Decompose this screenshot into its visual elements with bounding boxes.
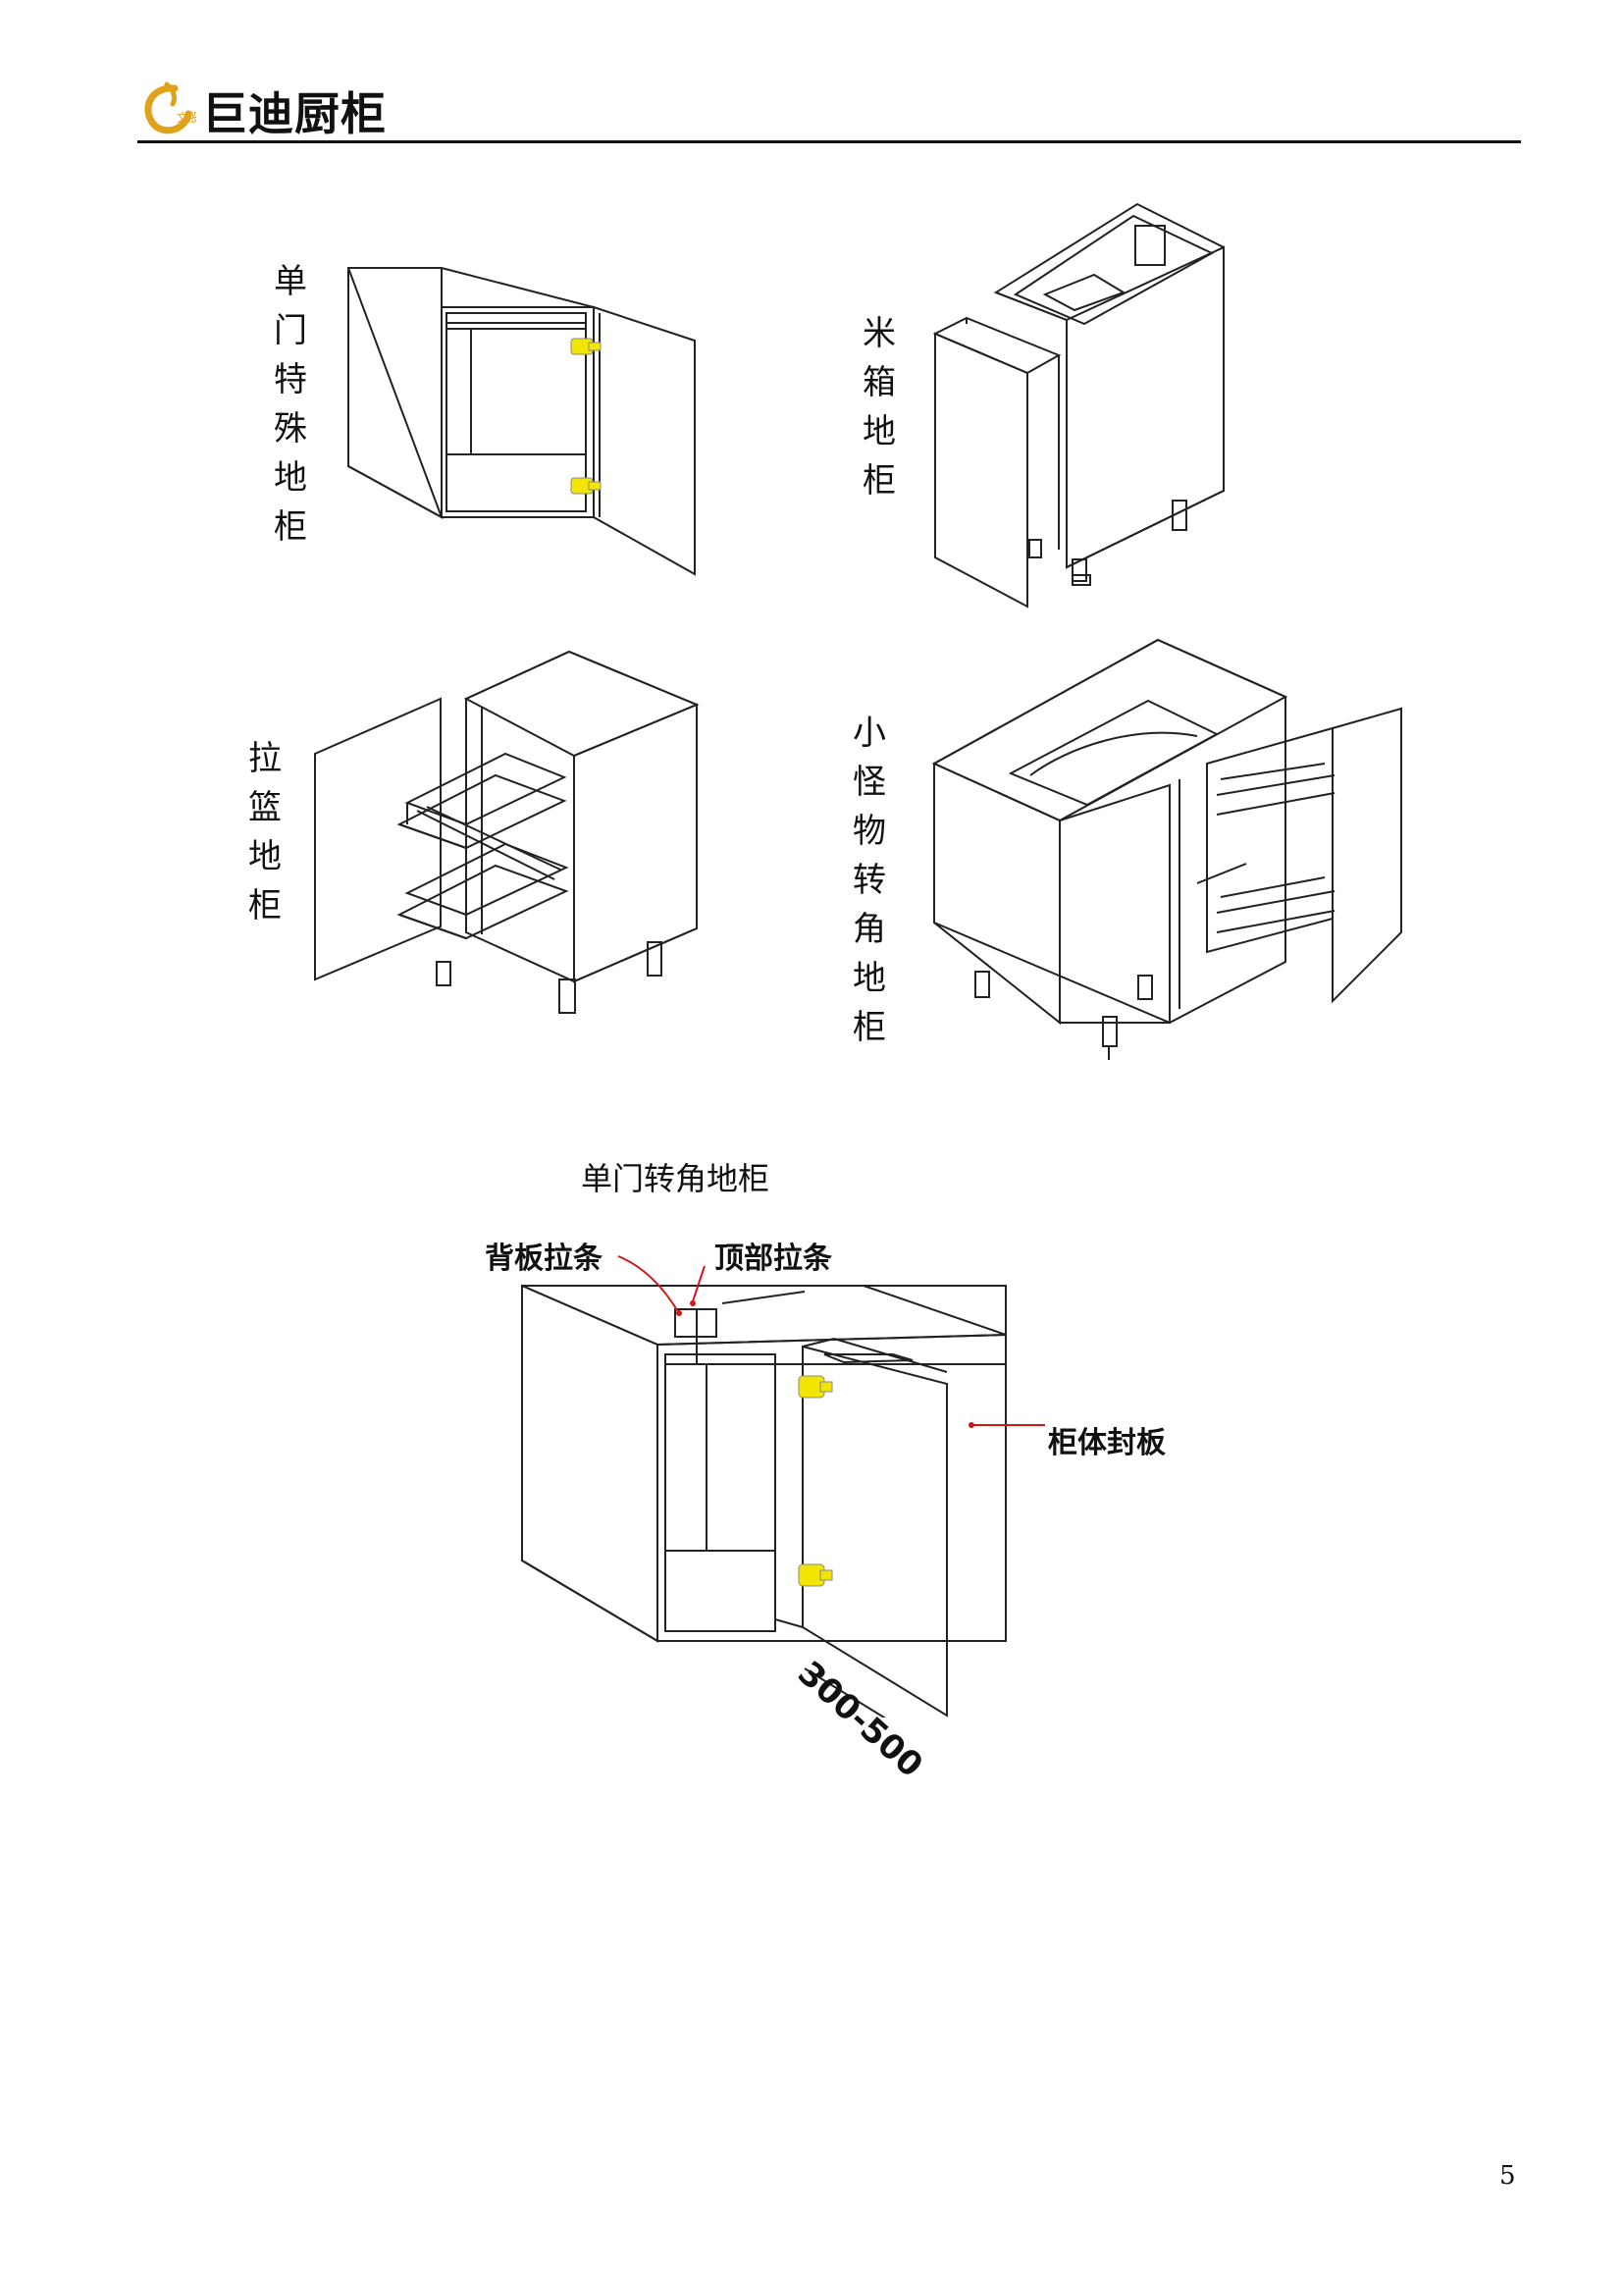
label-char: 柜 — [248, 886, 282, 925]
label-char: 特 — [274, 360, 307, 399]
label-single-door-special: 单门特殊地柜 — [271, 257, 310, 552]
label-char: 殊 — [274, 409, 307, 449]
label-char: 地 — [853, 959, 886, 998]
brand-logo-icon: 文股 — [137, 79, 196, 137]
label-char: 转 — [853, 861, 886, 900]
label-char: 门 — [274, 311, 307, 350]
single-door-corner-drawing — [510, 1246, 1060, 1718]
page-header: 文股 巨迪厨柜 — [137, 69, 1521, 147]
label-char: 柜 — [863, 461, 896, 501]
label-char: 米 — [863, 314, 896, 353]
label-char: 地 — [863, 412, 896, 451]
rice-box-drawing — [927, 196, 1241, 618]
logo-small-text: 文股 — [177, 110, 196, 125]
label-char: 柜 — [274, 507, 307, 547]
label-char: 拉 — [248, 739, 282, 778]
label-rice-box: 米箱地柜 — [860, 309, 899, 505]
label-char: 地 — [274, 458, 307, 498]
label-char: 箱 — [863, 363, 896, 402]
callout-back-strip: 背板拉条 — [485, 1242, 602, 1276]
label-pull-basket: 拉篮地柜 — [245, 734, 285, 930]
label-char: 怪 — [853, 763, 886, 802]
header-divider — [137, 140, 1521, 143]
pull-basket-drawing — [309, 638, 711, 1021]
label-char: 角 — [853, 910, 886, 949]
label-char: 篮 — [248, 788, 282, 827]
label-char: 单 — [274, 262, 307, 301]
little-monster-corner-drawing — [922, 628, 1413, 1070]
label-char: 物 — [853, 812, 886, 851]
page-number: 5 — [1499, 2161, 1516, 2191]
label-char: 地 — [248, 837, 282, 876]
label-little-monster-corner: 小怪物转角地柜 — [850, 709, 889, 1052]
label-char: 柜 — [853, 1008, 886, 1047]
label-char: 小 — [853, 714, 886, 753]
corner-cabinet-title: 单门转角地柜 — [581, 1160, 770, 1197]
callout-side-panel: 柜体封板 — [1048, 1426, 1166, 1460]
brand-name: 巨迪厨柜 — [202, 87, 387, 140]
single-door-special-drawing — [334, 260, 707, 584]
callout-top-strip: 顶部拉条 — [714, 1242, 832, 1276]
